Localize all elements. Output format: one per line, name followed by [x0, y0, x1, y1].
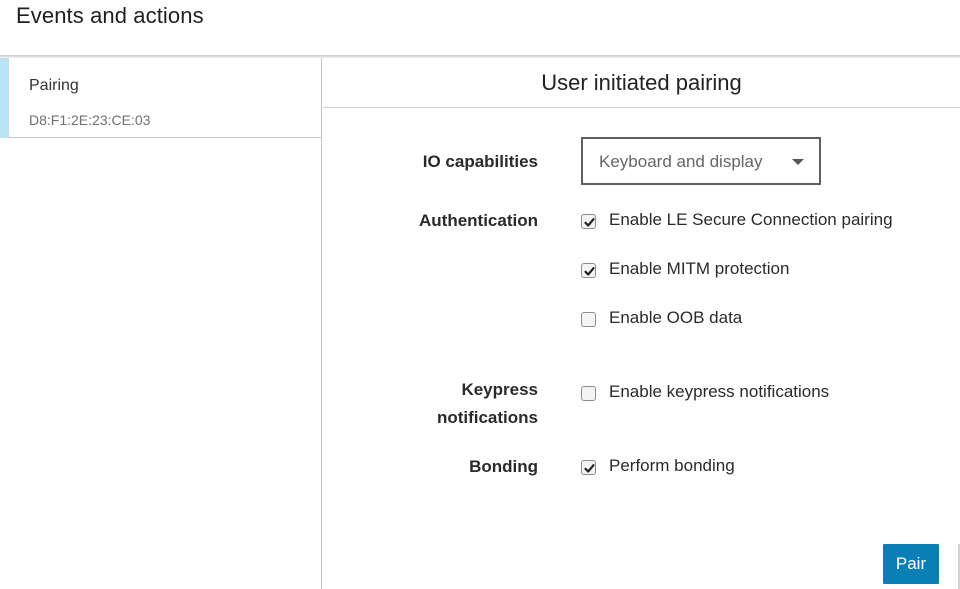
keypress-notifications-label[interactable]: Enable keypress notifications: [609, 382, 830, 401]
keypress-label-line1: Keypress: [461, 380, 538, 399]
perform-bonding-label[interactable]: Perform bonding: [609, 456, 735, 475]
oob-data-checkbox[interactable]: [581, 312, 596, 327]
perform-bonding-checkbox[interactable]: [581, 460, 596, 475]
pair-button[interactable]: Pair: [883, 544, 939, 584]
checkmark-icon: [584, 267, 595, 276]
selected-indicator: [0, 58, 9, 138]
io-capabilities-label: IO capabilities: [422, 152, 538, 171]
io-capabilities-select[interactable]: Keyboard and display: [581, 137, 821, 185]
io-capabilities-value: Keyboard and display: [599, 152, 763, 171]
caret-down-icon: [792, 159, 804, 165]
bonding-label: Bonding: [469, 457, 538, 476]
page-title: Events and actions: [16, 3, 204, 28]
panel-edge: [958, 544, 960, 589]
keypress-notifications-checkbox[interactable]: [581, 386, 596, 401]
app-header: Events and actions: [0, 0, 960, 56]
sidebar-item-label: Pairing: [29, 77, 79, 94]
sidebar: Pairing D8:F1:2E:23:CE:03: [0, 58, 322, 589]
device-address: D8:F1:2E:23:CE:03: [29, 112, 151, 128]
authentication-label: Authentication: [419, 211, 538, 230]
sidebar-item-pairing[interactable]: Pairing D8:F1:2E:23:CE:03: [0, 58, 322, 138]
keypress-label-line2: notifications: [436, 408, 538, 427]
le-secure-connection-label[interactable]: Enable LE Secure Connection pairing: [609, 210, 893, 229]
le-secure-connection-checkbox[interactable]: [581, 214, 596, 229]
checkmark-icon: [584, 464, 595, 473]
checkmark-icon: [584, 218, 595, 227]
mitm-protection-label[interactable]: Enable MITM protection: [609, 259, 790, 278]
oob-data-label[interactable]: Enable OOB data: [609, 308, 743, 327]
panel-title: User initiated pairing: [323, 58, 960, 108]
header-divider: [0, 55, 960, 58]
pairing-panel: User initiated pairing IO capabilities K…: [323, 58, 960, 589]
mitm-protection-checkbox[interactable]: [581, 263, 596, 278]
